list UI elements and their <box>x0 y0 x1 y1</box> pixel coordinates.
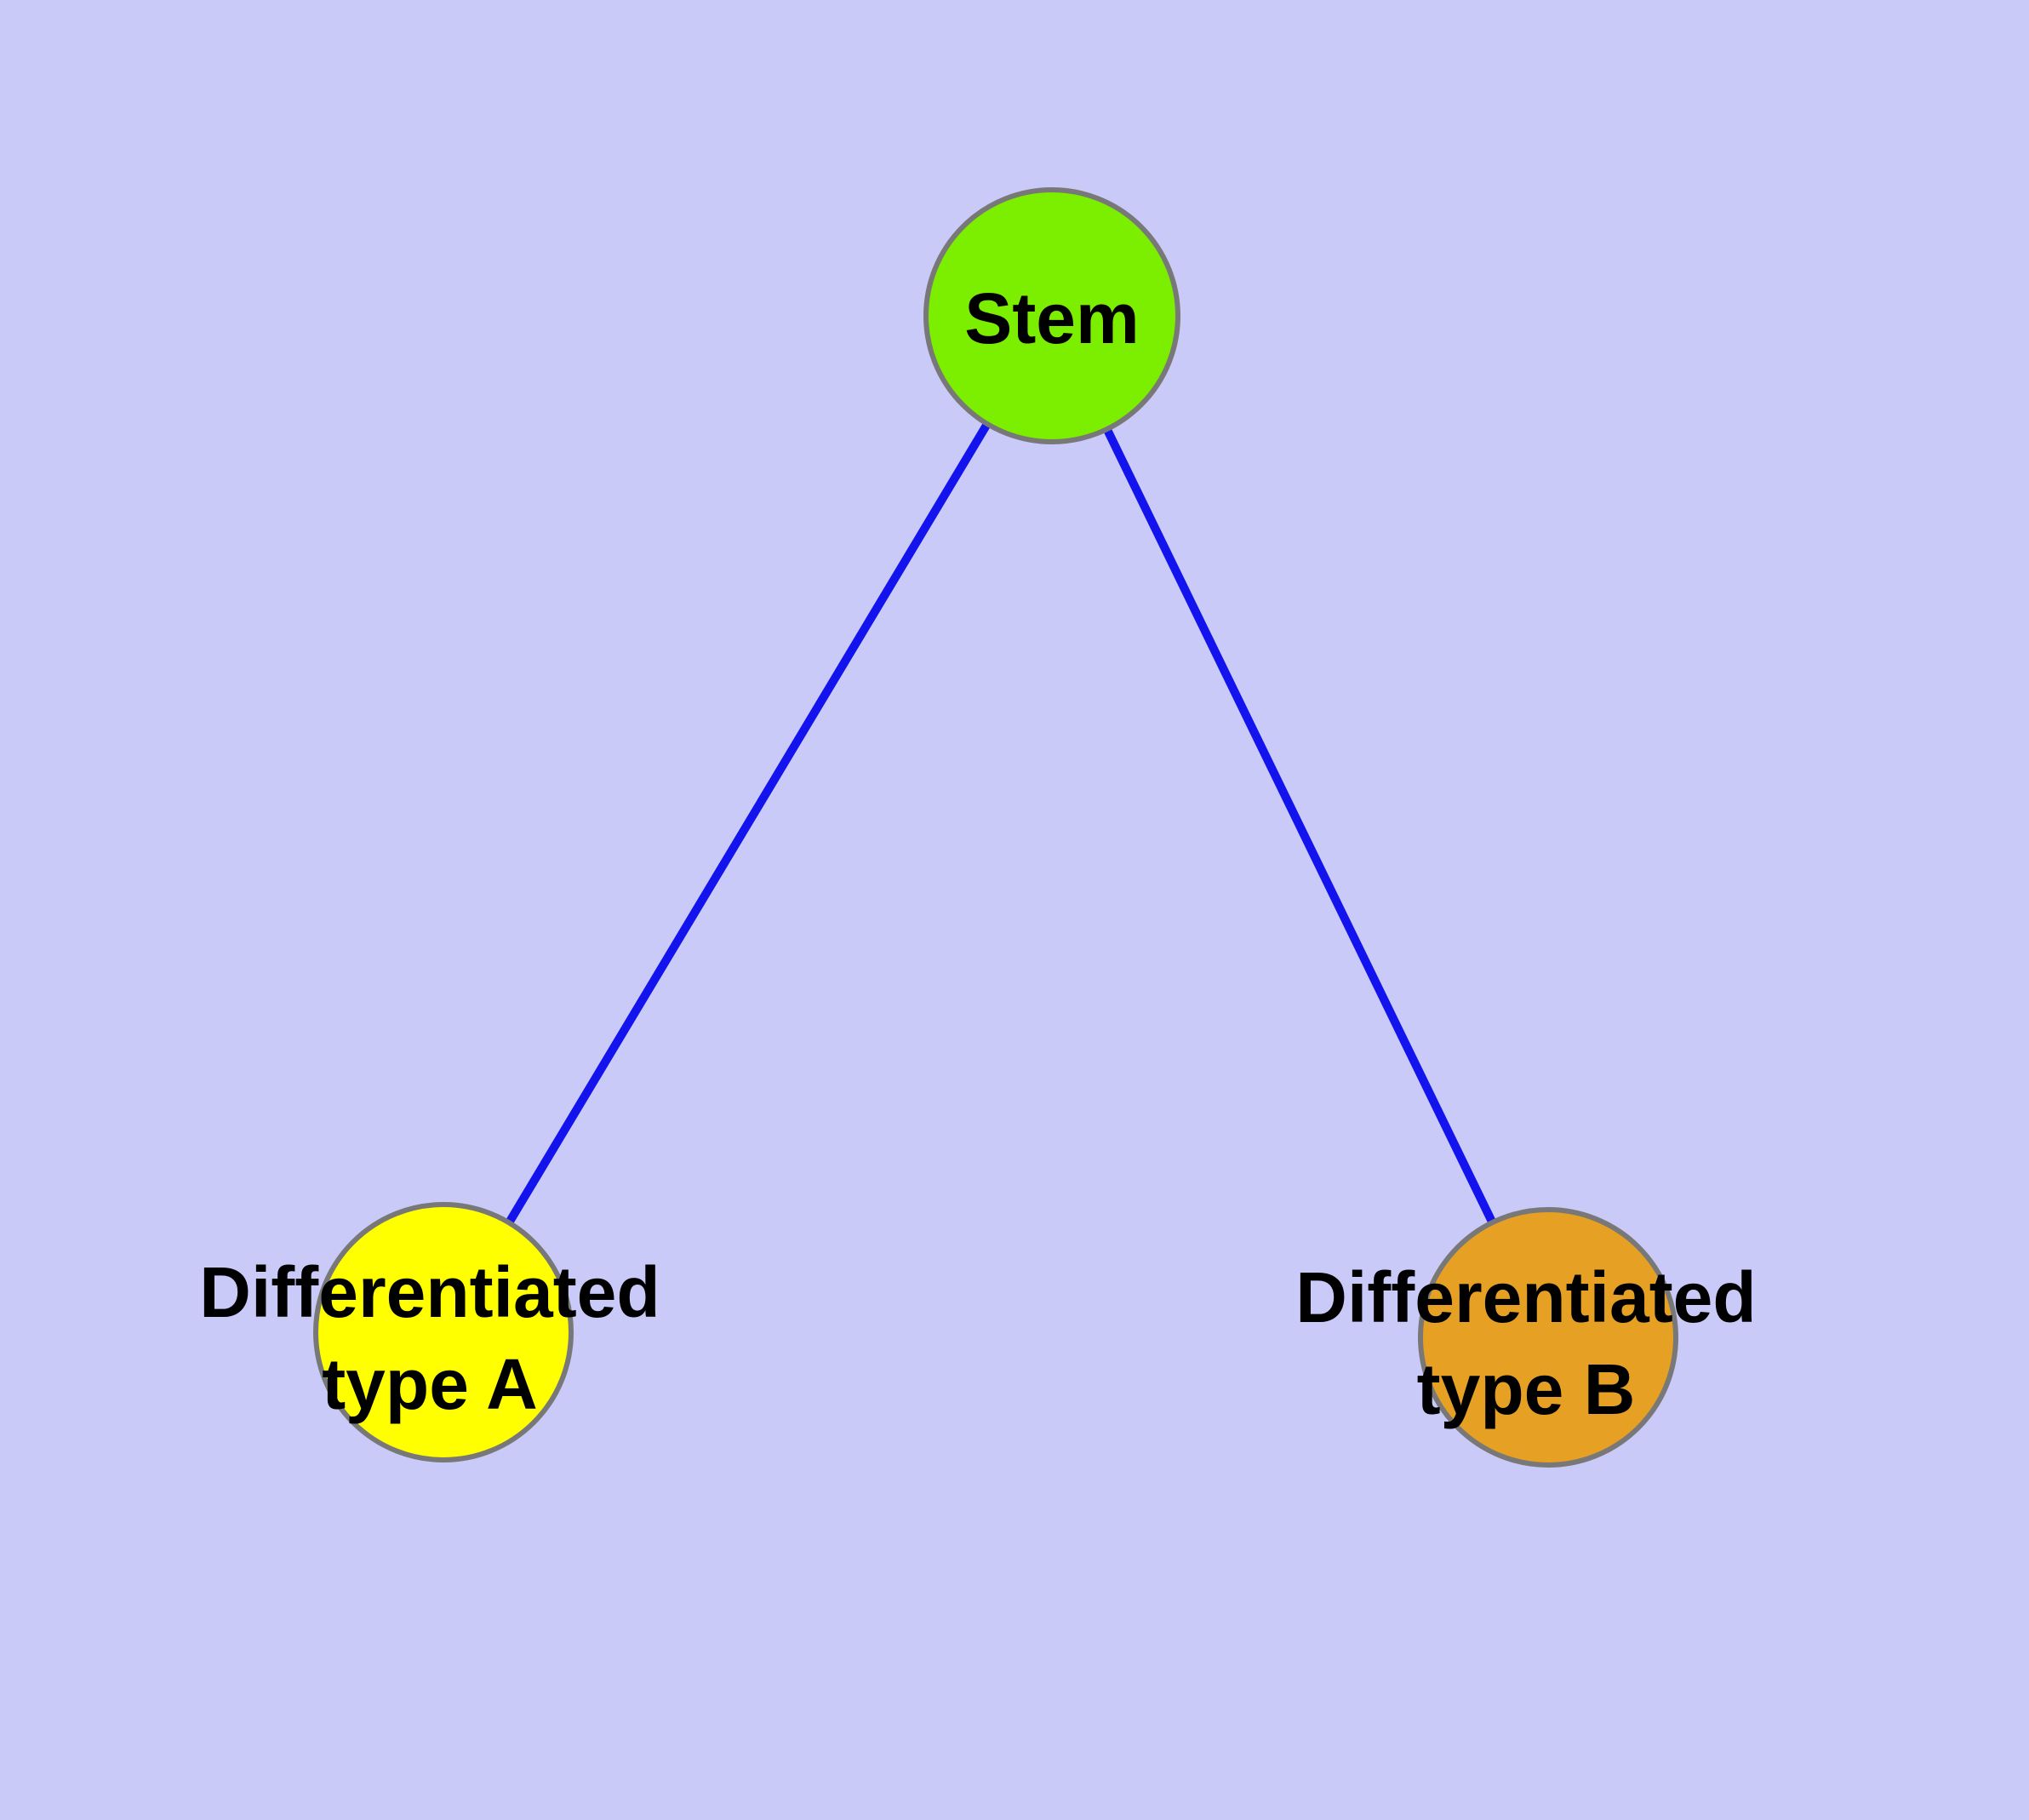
edge-stem-to-type-b <box>1048 313 1552 1340</box>
node-stem-circle <box>923 187 1180 444</box>
node-type-b-circle <box>1418 1207 1678 1468</box>
edge-stem-to-type-a <box>439 313 1056 1335</box>
node-type-a-circle <box>313 1202 574 1462</box>
